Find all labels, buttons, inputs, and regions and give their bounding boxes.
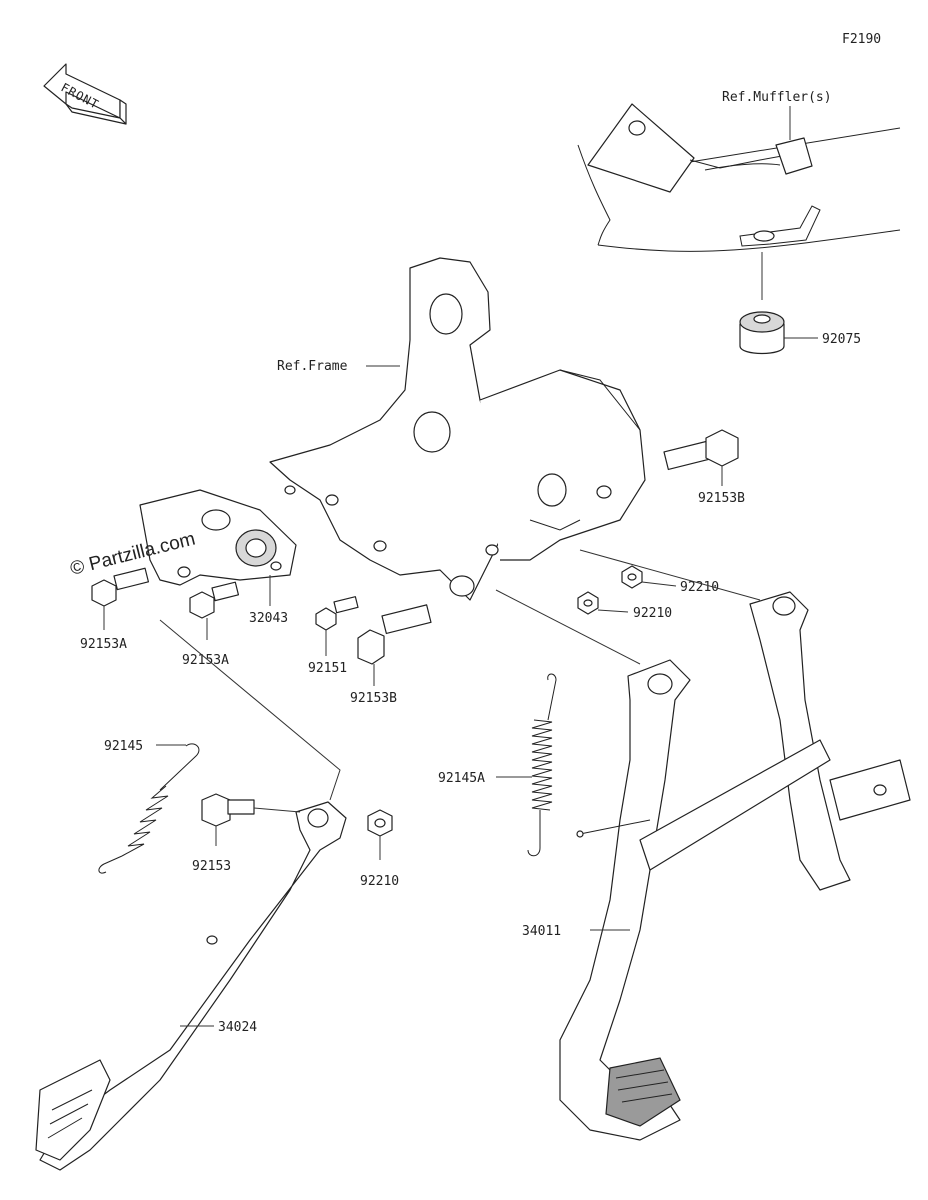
bolt-92153b-top <box>663 429 739 471</box>
bolt-92153 <box>201 793 301 827</box>
part-92145-label: 92145 <box>104 739 143 754</box>
part-32043-label: 32043 <box>249 611 288 626</box>
part-92153b-bottom-label: 92153B <box>350 691 397 706</box>
part-92210-a-label: 92210 <box>680 580 719 595</box>
part-92145a-label: 92145A <box>438 771 485 786</box>
nut-92210-b <box>577 591 599 615</box>
side-stand-34024 <box>35 801 347 1171</box>
spring-92145 <box>98 743 200 874</box>
bolt-92153a-left <box>91 567 150 607</box>
part-92210-b-label: 92210 <box>633 606 672 621</box>
part-92153-label: 92153 <box>192 859 231 874</box>
ref-frame-label: Ref.Frame <box>277 359 348 374</box>
nut-92210-a <box>621 565 643 589</box>
part-92075-label: 92075 <box>822 332 861 347</box>
front-direction-arrow-icon: FRONT <box>43 63 127 125</box>
spring-92145a <box>527 673 557 857</box>
center-stand-34011 <box>559 591 911 1141</box>
frame-illustration <box>269 257 646 601</box>
damper-92075 <box>739 252 785 355</box>
diagram-code: F2190 <box>842 32 881 47</box>
part-92151-label: 92151 <box>308 661 347 676</box>
bracket-32043 <box>139 489 297 586</box>
part-92153a-left-label: 92153A <box>80 637 127 652</box>
part-92153b-top-label: 92153B <box>698 491 745 506</box>
nut-92210-c <box>367 809 393 837</box>
muffler-bracket-illustration <box>577 103 901 252</box>
bolt-92153a-mid <box>189 581 240 619</box>
part-34024-label: 34024 <box>218 1020 257 1035</box>
part-92210-c-label: 92210 <box>360 874 399 889</box>
bolt-92151 <box>315 596 359 631</box>
ref-muffler-label: Ref.Muffler(s) <box>722 90 832 105</box>
part-92153a-mid-label: 92153A <box>182 653 229 668</box>
bolt-92153b-bottom <box>357 604 432 665</box>
part-34011-label: 34011 <box>522 924 561 939</box>
